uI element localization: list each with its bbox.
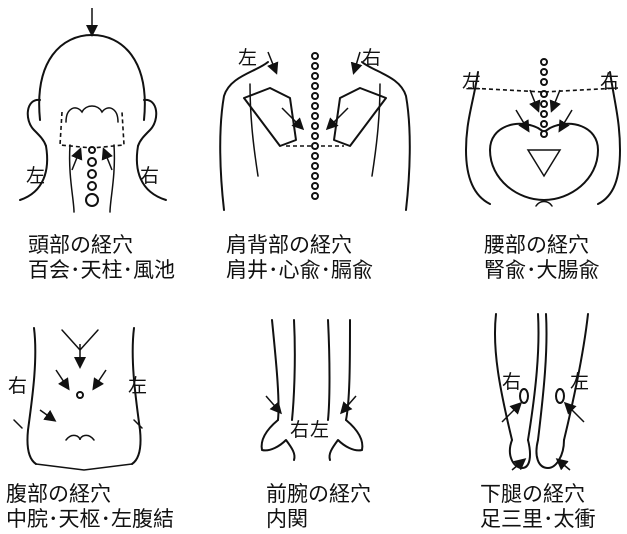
shoulder-left-label: 左 [238,48,257,68]
shoulder-caption-points: 肩井･心兪･膈兪 [226,258,373,283]
lowerleg-caption-points: 足三里･太衝 [480,507,596,532]
abdomen-right-label: 左 [128,376,147,396]
forearm-caption-title: 前腕の経穴 [266,482,371,507]
panel-lowerleg: 右 左 下腿の経穴 足三里･太衝 [420,300,627,534]
abdomen-front-illustration [0,300,210,475]
forearm-caption-points: 内関 [266,507,308,532]
panel-head: 左 右 頭部の経穴 百会･天柱･風池 [0,0,210,300]
head-right-label: 右 [140,166,159,186]
panel-waist: 左 右 腰部の経穴 腎兪･大腸兪 [420,0,627,300]
panel-abdomen: 右 左 腹部の経穴 中脘･天枢･左腹結 [0,300,210,534]
forearm-illustration [210,300,420,475]
waist-caption-points: 腎兪･大腸兪 [484,258,600,283]
forearm-left-label: 右 [290,420,309,440]
waist-back-illustration [420,0,627,225]
lowerleg-right-label: 左 [570,372,589,392]
lowerleg-left-label: 右 [502,372,521,392]
head-caption-points: 百会･天柱･風池 [28,258,175,283]
forearm-right-label: 左 [310,420,329,440]
head-back-illustration [0,0,210,225]
head-caption-title: 頭部の経穴 [28,233,133,258]
panel-forearm: 右 左 前腕の経穴 内関 [210,300,420,534]
lowerleg-caption-title: 下腿の経穴 [480,482,585,507]
waist-left-label: 左 [462,72,481,92]
shoulder-right-label: 右 [362,48,381,68]
shoulder-back-illustration [210,0,420,225]
abdomen-left-label: 右 [8,376,27,396]
abdomen-caption-title: 腹部の経穴 [6,482,111,507]
shoulder-caption-title: 肩背部の経穴 [226,233,352,258]
abdomen-caption-points: 中脘･天枢･左腹結 [6,507,174,532]
panel-shoulder: 左 右 肩背部の経穴 肩井･心兪･膈兪 [210,0,420,300]
head-left-label: 左 [26,166,45,186]
waist-right-label: 右 [600,72,619,92]
waist-caption-title: 腰部の経穴 [484,233,589,258]
lowerleg-illustration [420,300,627,475]
